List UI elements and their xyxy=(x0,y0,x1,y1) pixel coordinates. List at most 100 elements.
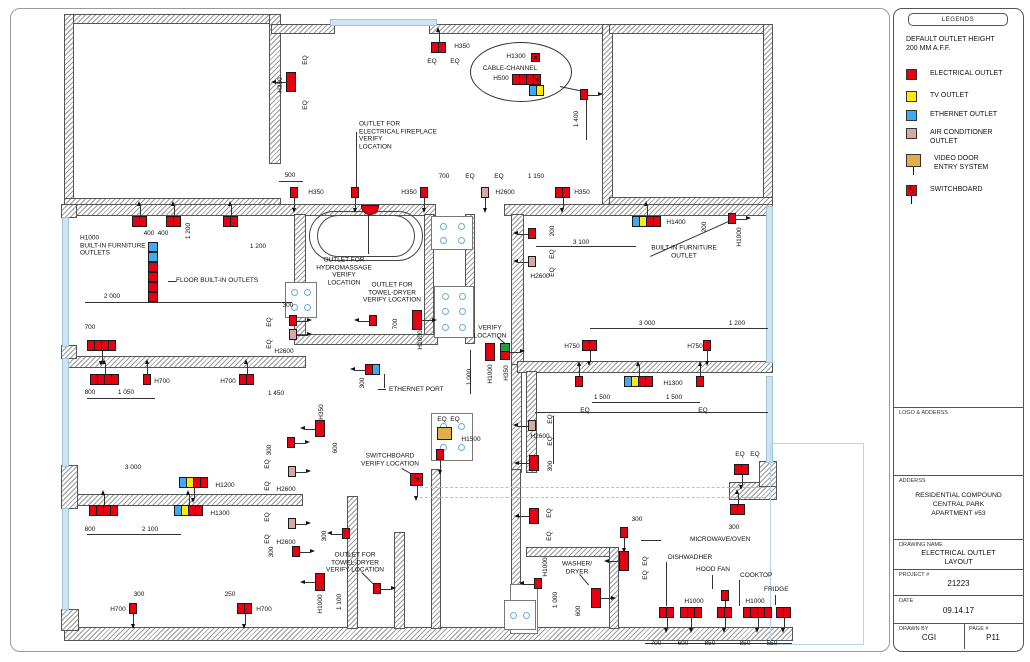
plan-label: EQ xyxy=(546,531,554,541)
outlet-arrow xyxy=(601,598,611,599)
outlet-arrowhead xyxy=(436,27,440,32)
electrical-outlet xyxy=(148,272,158,282)
plan-label: H350 xyxy=(574,189,590,197)
electrical-outlet xyxy=(438,42,446,53)
dimension-line xyxy=(775,595,776,605)
outlet-arrow xyxy=(295,442,305,444)
plan-label: 1 400 xyxy=(573,110,581,128)
electrical-outlet xyxy=(342,528,350,539)
electrical-outlet xyxy=(148,292,158,302)
wall-segment xyxy=(294,214,306,336)
plan-label: H750 xyxy=(687,343,703,351)
electrical-outlet xyxy=(292,546,300,557)
electrical-outlet xyxy=(737,504,745,515)
outlet-arrow xyxy=(230,206,232,216)
dimension-line xyxy=(712,575,713,589)
corridor3-outlet-300 xyxy=(292,546,300,557)
plan-label: MICROWAVE/OVEN xyxy=(690,536,751,544)
electrical-outlet xyxy=(528,228,536,239)
down-arrow-icon xyxy=(913,167,914,175)
fixture-dot xyxy=(459,293,466,301)
study-quad-outlet xyxy=(87,340,116,351)
plan-label: 500 xyxy=(284,172,296,180)
wall-segment xyxy=(465,214,475,344)
cable-channel-callout xyxy=(470,42,572,102)
plan-label: FRIDGE xyxy=(764,586,789,594)
window xyxy=(62,217,69,347)
electrical-outlet xyxy=(666,607,674,618)
study-wall-outlet-1 xyxy=(132,216,147,227)
plan-label: 300 xyxy=(547,460,555,472)
electrical-outlet xyxy=(696,376,704,387)
plan-label: H1000 xyxy=(542,557,550,577)
outlet-arrowhead xyxy=(560,208,564,213)
wall-segment xyxy=(526,547,618,557)
room3-outlet-h1300 xyxy=(174,505,203,516)
plan-label: 400 xyxy=(157,230,169,238)
plan-label: H1000 xyxy=(417,330,425,350)
plan-label: H350 xyxy=(318,404,326,420)
wall-segment xyxy=(394,532,405,629)
electrical-outlet xyxy=(195,505,203,516)
sheet-frame xyxy=(10,8,890,652)
corridor2-ac-outlet-h2600 xyxy=(288,466,296,477)
dishwasher-outlet xyxy=(659,607,674,618)
legend-panel: LEGENDS DEFAULT OUTLET HEIGHT 200 MM A.F… xyxy=(893,8,1024,652)
electrical-outlet xyxy=(653,216,661,227)
outlet-arrow xyxy=(332,533,342,535)
living-bottom-outlet-2 xyxy=(420,187,428,198)
outlet-arrow xyxy=(147,364,148,374)
window xyxy=(62,358,69,467)
fixture-dot xyxy=(442,323,449,331)
electrical-outlet xyxy=(129,603,137,614)
outlet-arrowhead xyxy=(514,460,519,465)
titleblock-logo-section: LOGO & ADDERSS xyxy=(894,407,1023,475)
plan-label: 600 xyxy=(677,640,689,648)
plan-label: 300 xyxy=(631,516,643,524)
address-value: RESIDENTIAL COMPOUND CENTRAL PARK APARTM… xyxy=(915,492,1002,517)
outlet-arrow xyxy=(359,320,369,322)
plan-label: EQ xyxy=(547,414,555,424)
outlet-arrowhead xyxy=(513,231,518,235)
plan-label: DISHWADHER xyxy=(668,554,713,562)
bathtub-inner xyxy=(317,215,415,257)
plan-label: H500 xyxy=(493,75,509,83)
outlet-arrowhead xyxy=(144,359,149,364)
outlet-arrow xyxy=(355,369,365,371)
fixture-dot xyxy=(457,423,465,430)
bedroom-outlet-h750-1 xyxy=(582,340,597,351)
outlet-arrow xyxy=(725,601,726,611)
outlet-arrowhead xyxy=(587,361,591,366)
plumbing-fixture xyxy=(285,282,317,318)
plan-label: EQ xyxy=(735,451,745,459)
plan-label: EQ xyxy=(266,339,274,349)
fixture-dot xyxy=(457,444,465,451)
plan-label: 1 150 xyxy=(527,173,545,181)
dimension-line xyxy=(592,402,700,403)
room2-outlet-h1200 xyxy=(179,477,208,488)
outlet-arrow xyxy=(305,582,315,583)
outlet-arrowhead xyxy=(598,92,603,96)
outlet-arrowhead xyxy=(781,628,785,633)
fixture-dot xyxy=(457,236,465,244)
outlet-arrow xyxy=(783,618,785,628)
legend-item-label: VIDEO DOOR ENTRY SYSTEM xyxy=(934,155,989,171)
plan-label: EQ xyxy=(698,407,708,415)
kitchen-counter-outlet-h1000 xyxy=(680,607,702,618)
video-door-entry-system-icon xyxy=(906,154,921,167)
fixture-dot xyxy=(439,222,447,230)
dining-eq-outlet xyxy=(734,464,749,475)
outlet-arrow xyxy=(609,561,619,562)
fixture-dot xyxy=(304,289,311,296)
plan-label: EQ xyxy=(302,100,310,110)
outlet-arrowhead xyxy=(300,426,305,430)
legend-item-tv-outlet: TV OUTLET xyxy=(906,91,969,102)
plan-label: OUTLET FOR TOWEL-DRYER VERIFY LOCATION xyxy=(363,281,421,304)
plan-label: 300 xyxy=(268,546,276,558)
plan-label: H1000 BUILT-IN FURNITURE OUTLETS xyxy=(80,234,146,257)
plan-label: EQ xyxy=(465,173,475,181)
fixture-dot xyxy=(442,293,449,301)
dimension-line xyxy=(384,374,385,388)
outlet-arrow xyxy=(133,614,134,624)
legend-title: LEGENDS xyxy=(908,13,1008,26)
